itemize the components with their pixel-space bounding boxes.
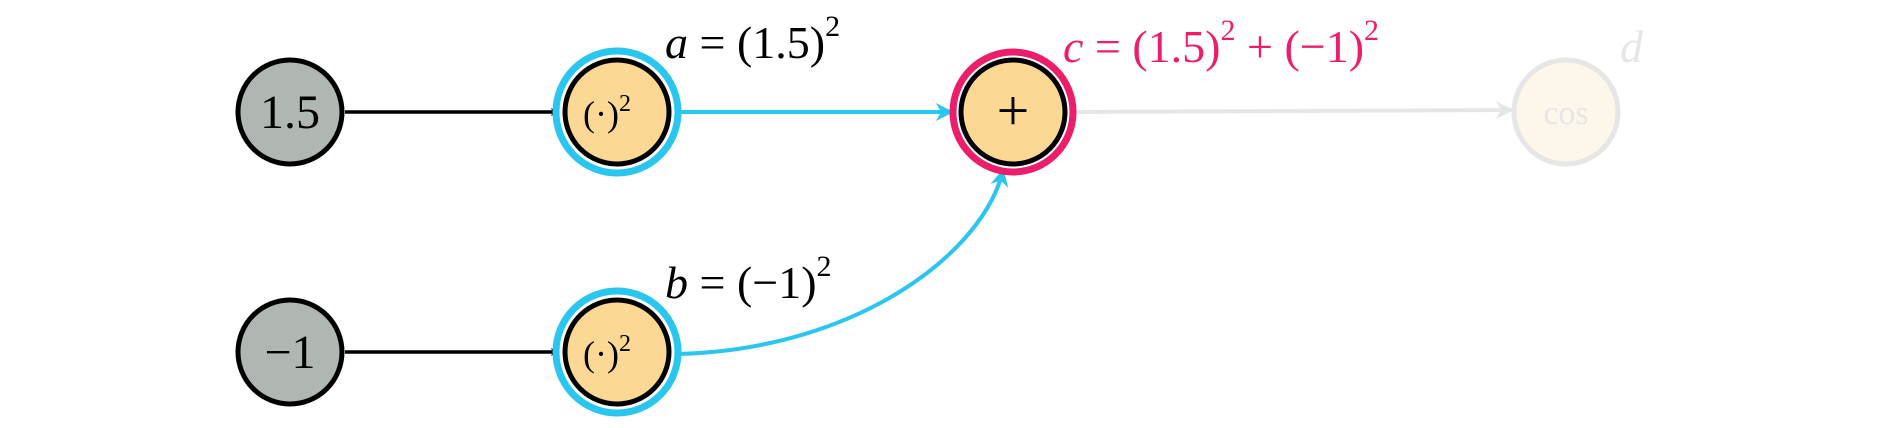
square-op-label: (·)2	[583, 91, 631, 134]
input-node-1-5: 1.5	[235, 57, 345, 167]
annotation-d: d	[1620, 21, 1644, 72]
cos-op-label: cos	[1543, 95, 1588, 132]
input-node-minus-1: −1	[235, 297, 345, 407]
annotation-a: a = (1.5)2	[665, 10, 840, 68]
add-op-label: +	[997, 78, 1030, 143]
annotation-c: c = (1.5)2 + (−1)2	[1063, 14, 1379, 72]
square-op-label: (·)2	[583, 331, 631, 374]
add-node: +	[949, 48, 1077, 176]
edge-sq2-to-add	[675, 168, 1009, 356]
cos-node: cos	[1511, 57, 1621, 167]
input-node-label: 1.5	[260, 86, 320, 139]
annotation-b: b = (−1)2	[665, 250, 832, 308]
square-node-bottom: (·)2	[552, 287, 682, 417]
square-node-top: (·)2	[552, 47, 682, 177]
input-node-label: −1	[264, 326, 315, 379]
edge-add-to-cos	[1074, 101, 1514, 120]
